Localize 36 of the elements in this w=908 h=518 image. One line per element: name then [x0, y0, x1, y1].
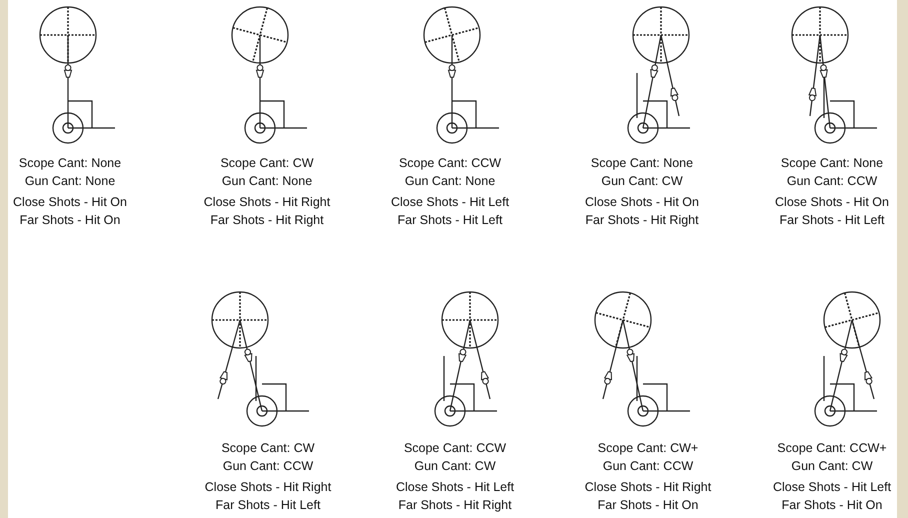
cant-condition-text: Scope Cant: CCW+	[776, 440, 888, 457]
shot-result-text: Far Shots - Hit Right	[209, 212, 325, 229]
shot-result-text: Far Shots - Hit Left	[778, 212, 886, 229]
cant-condition-text: Gun Cant: CCW	[602, 458, 694, 475]
shot-result-text: Far Shots - Hit Left	[396, 212, 504, 229]
shot-result-text: Far Shots - Hit Right	[584, 212, 700, 229]
shot-result-text: Close Shots - Hit On	[774, 194, 890, 211]
cant-condition-text: Gun Cant: CW	[413, 458, 497, 475]
cant-condition-text: Gun Cant: CCW	[786, 173, 878, 190]
cant-condition-text: Scope Cant: CW	[219, 155, 315, 172]
cant-condition-text: Gun Cant: None	[24, 173, 116, 190]
cant-condition-text: Gun Cant: None	[220, 173, 314, 190]
shot-result-text: Far Shots - Hit On	[18, 212, 122, 229]
shot-result-text: Close Shots - Hit Right	[204, 479, 332, 496]
cant-condition-text: Scope Cant: CCW	[402, 440, 508, 457]
shot-result-text: Far Shots - Hit Right	[397, 497, 513, 514]
cant-condition-text: Scope Cant: None	[18, 155, 122, 172]
cant-condition-text: Gun Cant: CW	[790, 458, 874, 475]
shot-result-text: Close Shots - Hit Left	[772, 479, 892, 496]
shot-result-text: Close Shots - Hit Left	[390, 194, 510, 211]
shot-result-text: Far Shots - Hit Left	[214, 497, 322, 514]
shot-result-text: Close Shots - Hit On	[12, 194, 128, 211]
cant-condition-text: Gun Cant: CCW	[222, 458, 314, 475]
cant-condition-text: Gun Cant: None	[404, 173, 496, 190]
cant-condition-text: Scope Cant: CCW	[398, 155, 502, 172]
shot-result-text: Close Shots - Hit On	[584, 194, 700, 211]
cant-condition-text: Scope Cant: CW	[220, 440, 316, 457]
cant-condition-text: Scope Cant: None	[590, 155, 694, 172]
shot-result-text: Close Shots - Hit Right	[202, 194, 332, 211]
shot-result-text: Close Shots - Hit Left	[394, 479, 516, 496]
cant-condition-text: Scope Cant: CW+	[596, 440, 700, 457]
cant-condition-text: Gun Cant: CW	[600, 173, 684, 190]
shot-result-text: Close Shots - Hit Right	[584, 479, 712, 496]
shot-result-text: Far Shots - Hit On	[780, 497, 884, 514]
shot-result-text: Far Shots - Hit On	[596, 497, 700, 514]
cant-condition-text: Scope Cant: None	[780, 155, 884, 172]
